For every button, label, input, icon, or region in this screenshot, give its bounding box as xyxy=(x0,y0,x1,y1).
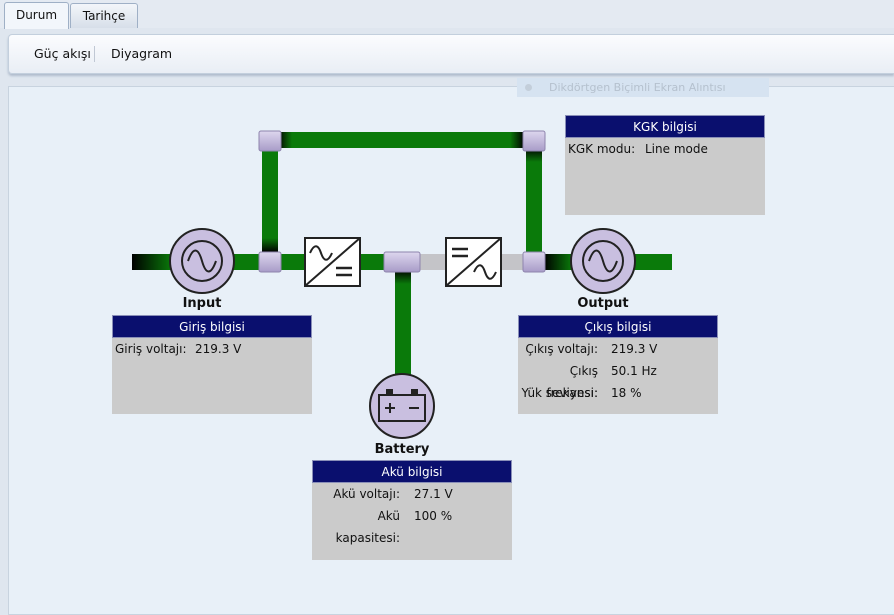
battery-capacity-label: Akü kapasitesi: xyxy=(335,509,400,545)
ups-mode-value: Line mode xyxy=(645,142,708,156)
output-frequency-row: Çıkış frekansı: 50.1 Hz xyxy=(518,360,718,400)
battery-info-title: Akü bilgisi xyxy=(312,460,512,483)
diagram-button[interactable]: Diyagram xyxy=(111,46,173,61)
input-info-box: Giriş bilgisi Giriş voltajı: 219.3 V xyxy=(112,315,312,414)
output-load-label: Yük seviyesi: xyxy=(521,386,598,400)
battery-voltage-value: 27.1 V xyxy=(414,487,453,501)
output-frequency-value: 50.1 Hz xyxy=(611,364,657,378)
bypass-line-top xyxy=(278,132,524,148)
output-voltage-label: Çıkış voltajı: xyxy=(525,342,598,356)
tab-durum[interactable]: Durum xyxy=(4,2,69,29)
output-caption: Output xyxy=(577,296,629,311)
battery-line xyxy=(395,270,411,376)
output-voltage-row: Çıkış voltajı: 219.3 V xyxy=(518,338,718,360)
output-voltage-value: 219.3 V xyxy=(611,342,658,356)
ups-info-title: KGK bilgisi xyxy=(565,115,765,138)
toolbar-separator xyxy=(94,46,95,62)
bypass-line-left xyxy=(262,148,278,254)
ghost-tooltip: Dikdörtgen Biçimli Ekran Alıntısı xyxy=(517,78,769,97)
junction-node xyxy=(522,251,546,273)
output-line xyxy=(632,254,672,270)
input-voltage-label: Giriş voltajı: xyxy=(115,342,187,356)
battery-info-box: Akü bilgisi Akü voltajı: 27.1 V Akü kapa… xyxy=(312,460,512,560)
output-info-title: Çıkış bilgisi xyxy=(518,315,718,338)
ups-mode-row: KGK modu: Line mode xyxy=(565,138,765,160)
input-voltage-row: Giriş voltajı: 219.3 V xyxy=(112,338,312,360)
ups-mode-label: KGK modu: xyxy=(568,142,636,156)
junction-node xyxy=(258,251,282,273)
output-load-value: 18 % xyxy=(611,386,642,400)
power-flow-button[interactable]: Güç akışı xyxy=(34,46,91,61)
inverter-icon xyxy=(445,237,502,287)
battery-voltage-row: Akü voltajı: 27.1 V xyxy=(312,483,512,505)
battery-caption: Battery xyxy=(374,442,430,457)
toolbar: Güç akışı Diyagram xyxy=(8,34,894,74)
ups-info-box: KGK bilgisi KGK modu: Line mode xyxy=(565,115,765,215)
junction-node xyxy=(258,130,282,152)
output-load-row: Yük seviyesi: 18 % xyxy=(518,382,718,404)
junction-node xyxy=(522,130,546,152)
input-voltage-value: 219.3 V xyxy=(195,342,242,356)
tab-strip: Durum Tarihçe xyxy=(0,0,894,29)
snip-icon xyxy=(525,84,532,91)
rectifier-icon xyxy=(304,237,361,287)
inverter-line-idle xyxy=(416,254,446,270)
battery-capacity-value: 100 % xyxy=(414,509,453,523)
tab-tarihce[interactable]: Tarihçe xyxy=(70,3,138,28)
input-line xyxy=(132,254,172,270)
input-info-title: Giriş bilgisi xyxy=(112,315,312,338)
output-frequency-label: Çıkış frekansı: xyxy=(546,364,598,400)
ac-input-icon xyxy=(169,228,235,294)
ac-output-icon xyxy=(570,228,636,294)
junction-node xyxy=(383,251,421,273)
battery-capacity-row: Akü kapasitesi: 100 % xyxy=(312,505,512,545)
bypass-line-right xyxy=(526,148,542,254)
battery-icon xyxy=(369,373,435,439)
output-info-box: Çıkış bilgisi Çıkış voltajı: 219.3 V Çık… xyxy=(518,315,718,414)
battery-voltage-label: Akü voltajı: xyxy=(333,487,400,501)
ghost-tooltip-text: Dikdörtgen Biçimli Ekran Alıntısı xyxy=(549,81,726,94)
input-caption: Input xyxy=(182,296,222,311)
